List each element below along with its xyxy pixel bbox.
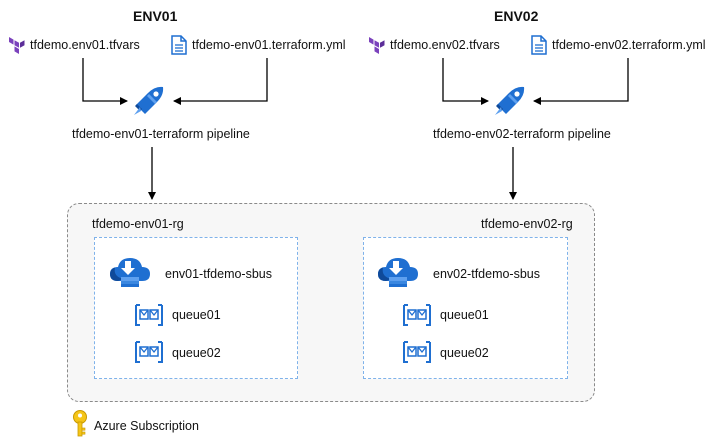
env02-resource-group-label: tfdemo-env02-rg bbox=[481, 217, 573, 231]
queue-icon bbox=[403, 341, 431, 363]
env02-servicebus-label: env02-tfdemo-sbus bbox=[433, 267, 541, 281]
service-bus-icon bbox=[110, 258, 150, 287]
env01-pipeline-label: tfdemo-env01-terraform pipeline bbox=[72, 127, 250, 141]
azure-pipelines-icon bbox=[134, 86, 164, 115]
env02-tfvars-arrow bbox=[442, 58, 489, 105]
env02-title: ENV02 bbox=[494, 8, 539, 24]
env01-yml-label: tfdemo-env01.terraform.yml bbox=[192, 38, 346, 52]
env02-yml-arrow bbox=[533, 58, 629, 105]
key-icon bbox=[73, 410, 87, 437]
subscription-label: Azure Subscription bbox=[94, 419, 199, 433]
env02-queue-label: queue02 bbox=[440, 346, 489, 360]
terraform-icon bbox=[9, 37, 25, 54]
env02-queue-label: queue01 bbox=[440, 308, 489, 322]
queue-icon bbox=[135, 304, 163, 326]
env01-queue-label: queue01 bbox=[172, 308, 221, 322]
queue-icon bbox=[135, 341, 163, 363]
yaml-file-icon bbox=[531, 35, 547, 55]
queue-icon bbox=[403, 304, 431, 326]
env02-tfvars-label: tfdemo.env02.tfvars bbox=[390, 38, 500, 52]
service-bus-icon bbox=[378, 258, 418, 287]
yaml-file-icon bbox=[171, 35, 187, 55]
env01-tfvars-arrow bbox=[82, 58, 128, 105]
azure-pipelines-icon bbox=[495, 86, 525, 115]
terraform-icon bbox=[369, 37, 385, 54]
env01-queue-label: queue02 bbox=[172, 346, 221, 360]
env01-servicebus-label: env01-tfdemo-sbus bbox=[165, 267, 273, 281]
env01-title: ENV01 bbox=[133, 8, 178, 24]
env02-yml-label: tfdemo-env02.terraform.yml bbox=[552, 38, 706, 52]
env01-tfvars-label: tfdemo.env01.tfvars bbox=[30, 38, 140, 52]
env01-yml-arrow bbox=[173, 58, 268, 105]
env01-resource-group-label: tfdemo-env01-rg bbox=[92, 217, 184, 231]
env02-pipeline-label: tfdemo-env02-terraform pipeline bbox=[433, 127, 611, 141]
